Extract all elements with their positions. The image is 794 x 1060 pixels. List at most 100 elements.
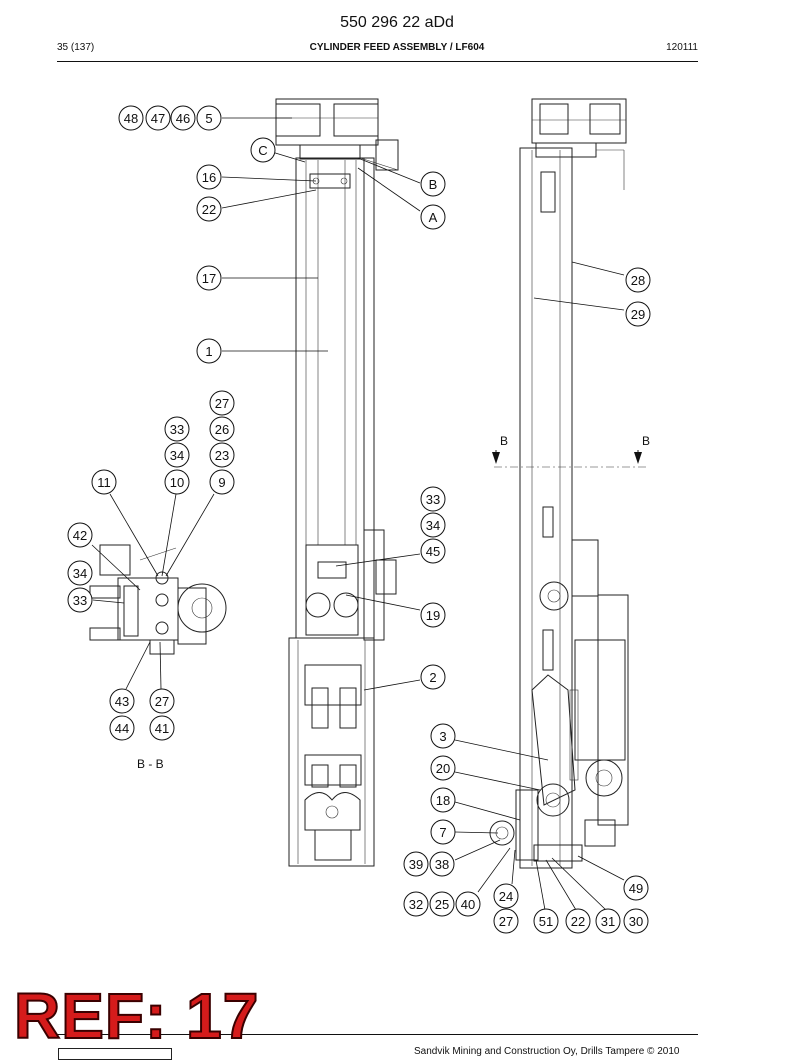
callout-31: 31 (595, 908, 621, 934)
svg-text:20: 20 (436, 761, 450, 776)
svg-text:39: 39 (409, 857, 423, 872)
callout-34: 34 (164, 442, 190, 468)
document-code: 550 296 22 aDd (340, 14, 454, 31)
callout-19: 19 (420, 602, 446, 628)
callout-34: 34 (420, 512, 446, 538)
svg-text:42: 42 (73, 528, 87, 543)
svg-text:26: 26 (215, 422, 229, 437)
svg-text:43: 43 (115, 694, 129, 709)
footer-divider (57, 1034, 698, 1035)
callout-3: 3 (430, 723, 456, 749)
svg-text:19: 19 (426, 608, 440, 623)
front-view (275, 98, 399, 867)
svg-text:34: 34 (170, 448, 184, 463)
svg-text:2: 2 (429, 670, 436, 685)
callout-33: 33 (420, 486, 446, 512)
svg-text:23: 23 (215, 448, 229, 463)
callout-32: 32 (403, 891, 429, 917)
svg-text:5: 5 (205, 111, 212, 126)
svg-text:11: 11 (97, 475, 111, 490)
callout-29: 29 (625, 301, 651, 327)
document-date: 120111 (666, 42, 698, 53)
svg-text:28: 28 (631, 273, 645, 288)
svg-text:24: 24 (499, 889, 513, 904)
leader-lines (91, 117, 625, 911)
callout-23: 23 (209, 442, 235, 468)
callout-c: C (250, 137, 276, 163)
svg-text:47: 47 (151, 111, 165, 126)
callout-39: 39 (403, 851, 429, 877)
callout-17: 17 (196, 265, 222, 291)
callout-27: 27 (149, 688, 175, 714)
callout-34: 34 (67, 560, 93, 586)
callout-48: 48 (118, 105, 144, 131)
section-b-b-view: B - B (89, 544, 227, 771)
svg-text:33: 33 (426, 492, 440, 507)
svg-text:27: 27 (215, 396, 229, 411)
callout-24: 24 (493, 883, 519, 909)
document-title: CYLINDER FEED ASSEMBLY / LF604 (309, 42, 485, 53)
svg-text:22: 22 (202, 202, 216, 217)
svg-text:46: 46 (176, 111, 190, 126)
callout-7: 7 (430, 819, 456, 845)
callout-40: 40 (455, 891, 481, 917)
svg-text:30: 30 (629, 914, 643, 929)
callout-47: 47 (145, 105, 171, 131)
callout-10: 10 (164, 469, 190, 495)
callout-9: 9 (209, 469, 235, 495)
footer-copyright: Sandvik Mining and Construction Oy, Dril… (414, 1046, 680, 1057)
svg-text:27: 27 (499, 914, 513, 929)
svg-text:49: 49 (629, 881, 643, 896)
svg-text:44: 44 (115, 721, 129, 736)
svg-text:1: 1 (205, 344, 212, 359)
callout-45: 45 (420, 538, 446, 564)
svg-text:32: 32 (409, 897, 423, 912)
letter-callouts: C B A (250, 137, 446, 230)
header-divider (57, 61, 698, 62)
svg-text:51: 51 (539, 914, 553, 929)
section-marker-b-right: B (642, 434, 650, 448)
callout-27: 27 (209, 390, 235, 416)
callout-25: 25 (429, 891, 455, 917)
callout-a: A (420, 204, 446, 230)
callout-51: 51 (533, 908, 559, 934)
callout-30: 30 (623, 908, 649, 934)
svg-text:10: 10 (170, 475, 184, 490)
svg-text:40: 40 (461, 897, 475, 912)
callout-16: 16 (196, 164, 222, 190)
callout-28: 28 (625, 267, 651, 293)
callout-b: B (420, 171, 446, 197)
callout-20: 20 (430, 755, 456, 781)
svg-text:34: 34 (73, 566, 87, 581)
svg-text:31: 31 (601, 914, 615, 929)
page-number: 35 (137) (57, 42, 95, 53)
svg-text:16: 16 (202, 170, 216, 185)
callout-38: 38 (429, 851, 455, 877)
svg-text:29: 29 (631, 307, 645, 322)
svg-text:33: 33 (73, 593, 87, 608)
callout-33: 33 (67, 587, 93, 613)
callout-11: 11 (91, 469, 117, 495)
svg-text:3: 3 (439, 729, 446, 744)
svg-text:25: 25 (435, 897, 449, 912)
svg-text:B: B (429, 177, 438, 192)
svg-text:48: 48 (124, 111, 138, 126)
svg-text:45: 45 (426, 544, 440, 559)
reference-stamp: REF: 17 (13, 980, 260, 1052)
section-marker-b-left: B (500, 434, 508, 448)
svg-text:9: 9 (218, 475, 225, 490)
svg-text:A: A (429, 210, 438, 225)
section-label: B - B (137, 757, 164, 771)
callout-1: 1 (196, 338, 222, 364)
callout-27: 27 (493, 908, 519, 934)
callout-22: 22 (565, 908, 591, 934)
callout-2: 2 (420, 664, 446, 690)
svg-text:22: 22 (571, 914, 585, 929)
callout-22: 22 (196, 196, 222, 222)
svg-text:34: 34 (426, 518, 440, 533)
callout-18: 18 (430, 787, 456, 813)
callout-46: 46 (170, 105, 196, 131)
callout-43: 43 (109, 688, 135, 714)
